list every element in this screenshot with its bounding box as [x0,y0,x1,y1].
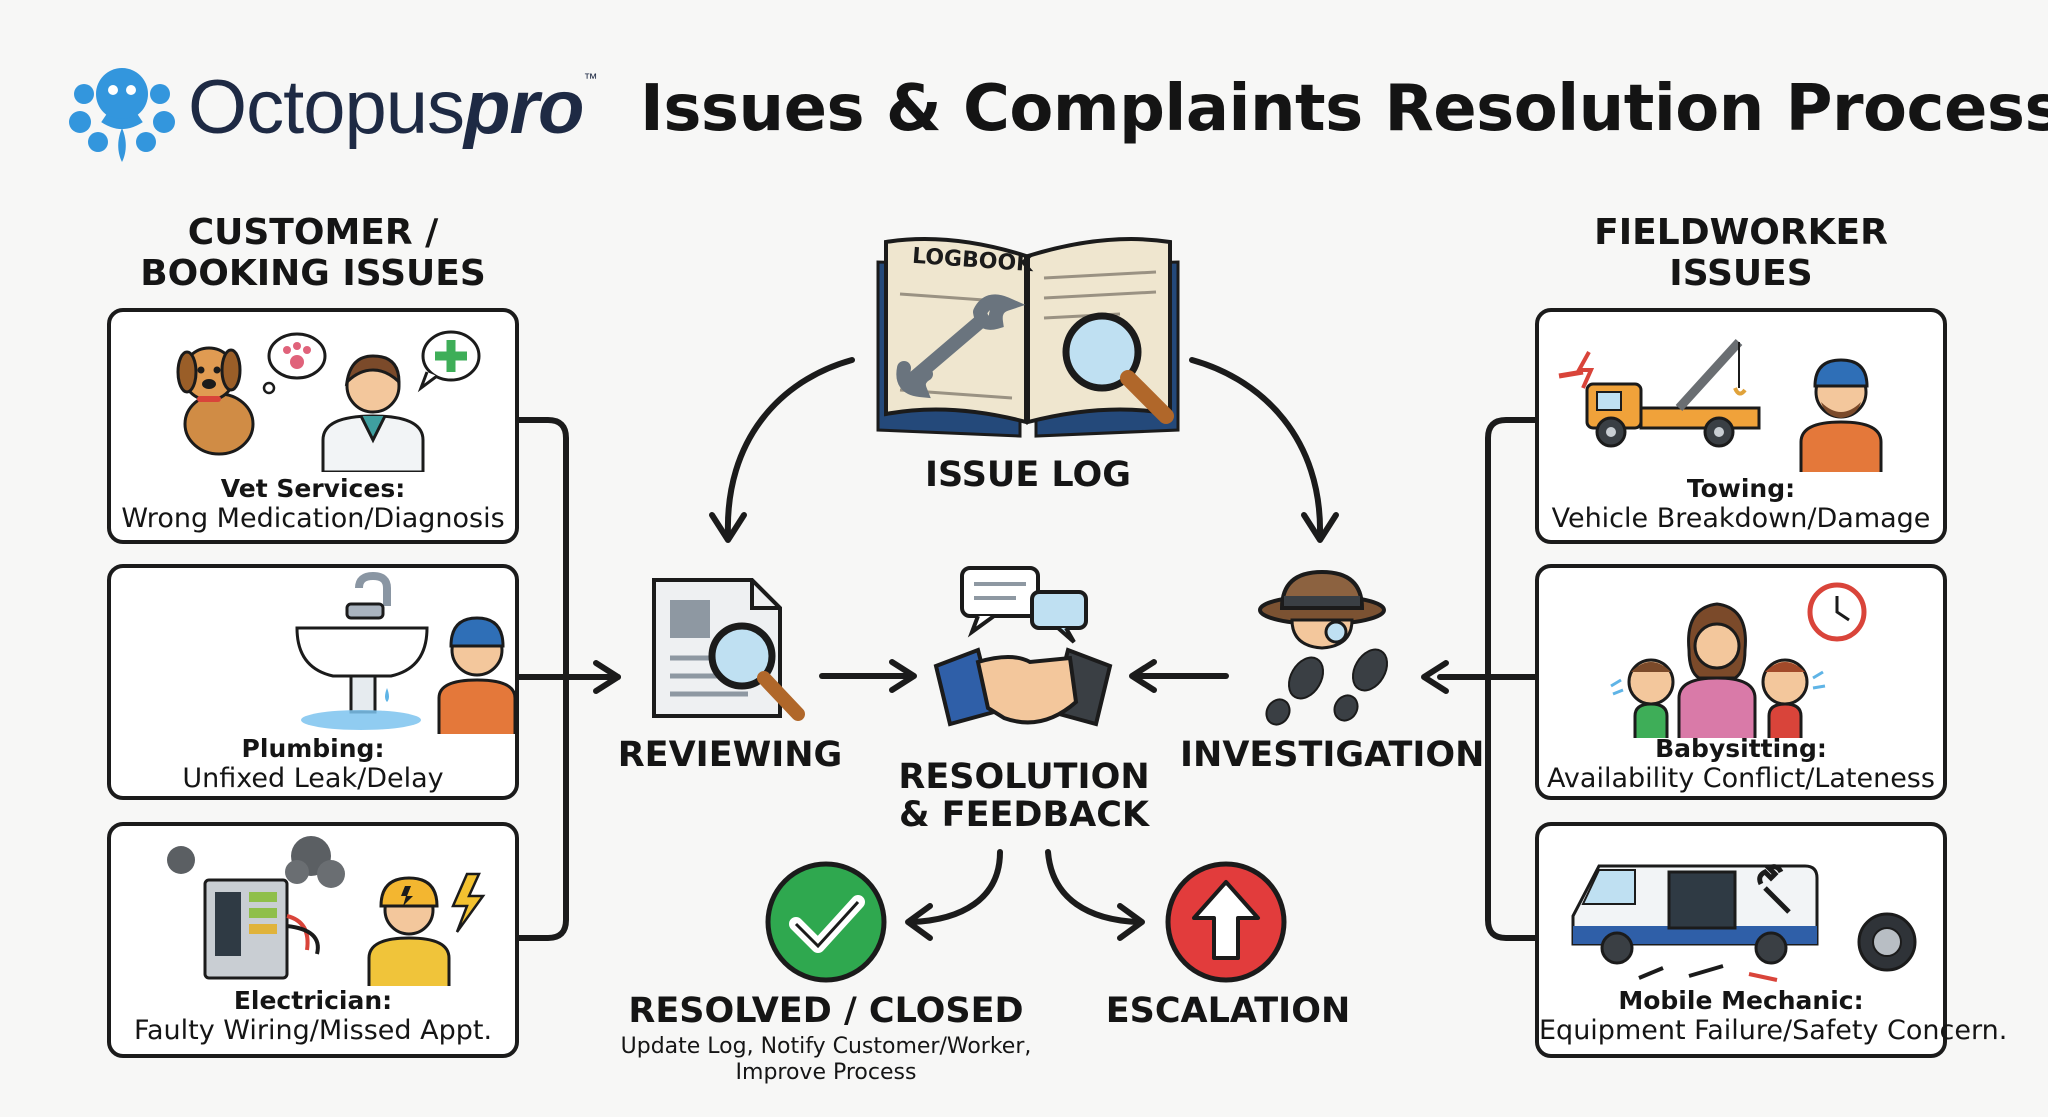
scattered-tools-icon [1638,964,1778,982]
service-van-icon [1571,864,1819,965]
mechanic-card-title: Mobile Mechanic: [1618,986,1864,1015]
electrical-panel-icon [203,878,320,980]
vet-illustration [176,330,481,472]
escalation-label: ESCALATION [1105,991,1351,1031]
footprints-icon [1265,648,1389,726]
plumbing-card-subtitle: Unfixed Leak/Delay [182,763,444,794]
logo-text-bold: pro [464,65,584,150]
resolved-note-line1: Update Log, Notify Customer/Worker, [620,1034,1032,1059]
electrician-card-title: Electrician: [233,986,393,1015]
handshake-icon [933,647,1113,727]
customer-issues-heading: CUSTOMER / BOOKING ISSUES [107,212,519,294]
electrician-card-subtitle: Faulty Wiring/Missed Appt. [133,1015,493,1046]
babysitting-card-title: Babysitting: [1655,734,1827,763]
towing-illustration [1558,338,1883,472]
babysitting-card[interactable]: Babysitting: Availability Conflict/Laten… [1535,564,1947,800]
octopus-logo-icon [69,68,175,162]
tow-driver-icon [1799,358,1883,472]
resolved-note: Update Log, Notify Customer/Worker, Impr… [600,1034,1052,1086]
fieldworker-issues-heading: FIELDWORKER ISSUES [1535,212,1947,294]
vet-card-subtitle: Wrong Medication/Diagnosis [121,503,505,534]
check-circle-icon [765,861,887,983]
sink-icon [295,571,429,730]
resolved-note-line2: Improve Process [735,1060,917,1085]
veterinarian-icon [321,354,425,472]
plumber-icon [437,616,515,734]
fieldworker-heading-line2: ISSUES [1669,253,1813,294]
mechanic-card-subtitle: Equipment Failure/Safety Concern. [1539,1015,2008,1046]
issue-log-label: ISSUE LOG [925,455,1131,495]
document-review-icon [652,578,805,721]
handshake-feedback-icon [933,566,1113,727]
dog-icon [176,346,255,456]
logbook-icon [876,237,1180,438]
resolved-closed-label: RESOLVED / CLOSED [628,991,1024,1031]
electrician-card[interactable]: Electrician: Faulty Wiring/Missed Appt. [107,822,519,1058]
medical-cross-bubble-icon [417,330,481,393]
logo-trademark: ™ [583,70,597,86]
resolution-feedback-label: RESOLUTION & FEEDBACK [886,758,1162,834]
vet-card-title: Vet Services: [220,474,406,503]
plumbing-card[interactable]: Plumbing: Unfixed Leak/Delay [107,564,519,800]
resolution-label-line1: RESOLUTION [898,757,1150,797]
plumbing-illustration [295,571,515,734]
paw-thought-bubble-icon [262,332,327,395]
crying-child-left-icon [1610,658,1675,738]
babysitting-illustration [1610,582,1867,738]
page-title: Issues & Complaints Resolution Process [640,72,2048,146]
towing-card[interactable]: Towing: Vehicle Breakdown/Damage [1535,308,1947,544]
logbook-magnifier-icon [1062,312,1174,424]
clock-icon [1807,582,1867,642]
customer-heading-line2: BOOKING ISSUES [140,253,486,294]
escalation-arrow-icon [1165,861,1287,983]
chat-bubbles-icon [960,566,1088,644]
tire-icon [1857,912,1917,972]
electrician-illustration [167,836,486,986]
logo-text-regular: Octopus [188,65,465,150]
plumbing-card-title: Plumbing: [241,734,385,763]
crying-child-right-icon [1761,658,1826,738]
smoke-icon [167,836,345,888]
resolution-label-line2: & FEEDBACK [898,795,1150,835]
babysitting-card-subtitle: Availability Conflict/Lateness [1547,763,1935,794]
lightning-bolt-icon [451,872,486,933]
electrician-worker-icon [367,876,451,986]
towing-card-subtitle: Vehicle Breakdown/Damage [1551,503,1931,534]
babysitter-icon [1677,602,1757,738]
detective-hat-icon [1258,569,1386,626]
towing-card-title: Towing: [1686,474,1796,503]
tow-truck-icon [1558,338,1761,448]
mobile-mechanic-card[interactable]: Mobile Mechanic: Equipment Failure/Safet… [1535,822,2008,1058]
logbook-wrench-icon [896,294,1026,399]
brand-logo: Octopuspro™ [60,50,600,170]
customer-heading-line1: CUSTOMER / [187,212,439,253]
vet-services-card[interactable]: Vet Services: Wrong Medication/Diagnosis [107,308,519,544]
reviewing-label: REVIEWING [617,735,843,775]
fieldworker-heading-line1: FIELDWORKER [1594,212,1888,253]
mechanic-illustration [1571,864,1917,982]
detective-icon [1258,569,1389,726]
investigation-label: INVESTIGATION [1180,735,1485,775]
wrench-icon [1757,864,1791,914]
